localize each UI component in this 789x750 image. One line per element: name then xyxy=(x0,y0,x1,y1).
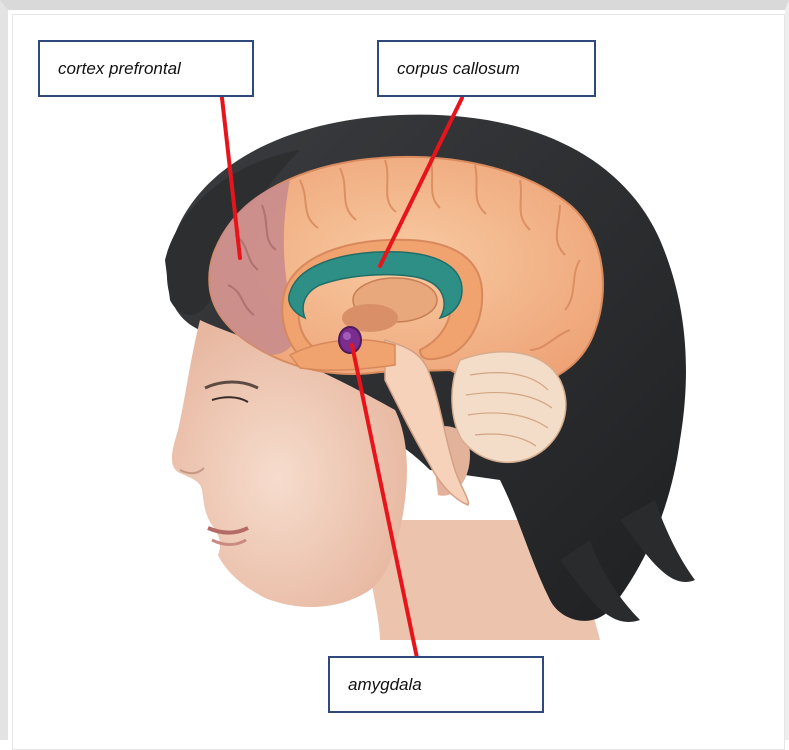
label-corpus-callosum: corpus callosum xyxy=(377,40,596,97)
label-text-prefrontal: cortex prefrontal xyxy=(58,59,181,79)
amygdala-marker xyxy=(339,327,361,353)
label-text-amygdala: amygdala xyxy=(348,675,422,695)
label-text-callosum: corpus callosum xyxy=(397,59,520,79)
label-cortex-prefrontal: cortex prefrontal xyxy=(38,40,254,97)
label-amygdala: amygdala xyxy=(328,656,544,713)
cerebellum xyxy=(452,352,566,462)
